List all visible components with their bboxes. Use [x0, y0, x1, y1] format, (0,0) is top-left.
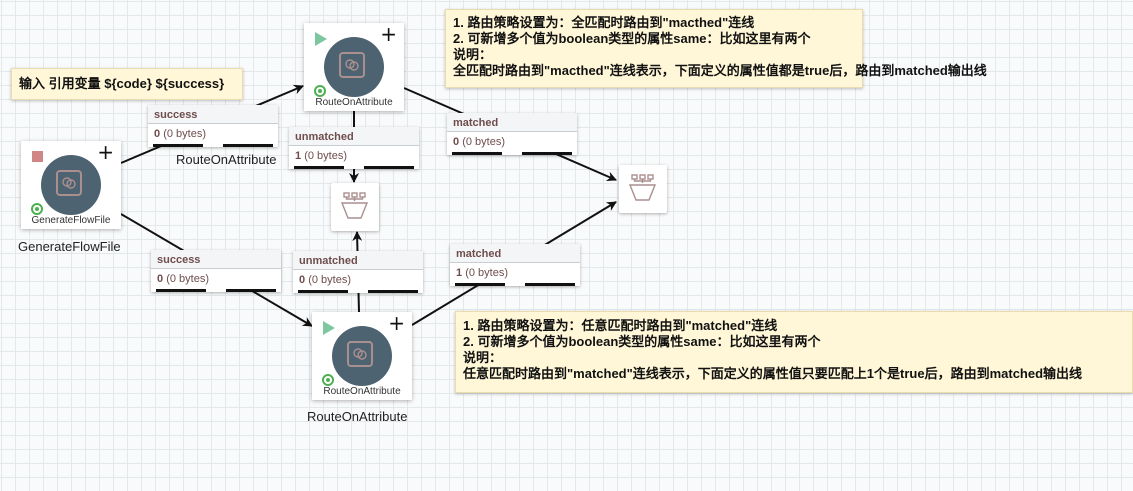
- processor-type: RouteOnAttribute: [323, 386, 401, 397]
- note-line: 全匹配时路由到"macthed"连线表示，下面定义的属性值都是true后，路由到…: [453, 63, 987, 78]
- running-icon[interactable]: [315, 32, 327, 51]
- queued-count: 1 (0 bytes): [456, 267, 508, 279]
- queued-count: 0 (0 bytes): [453, 136, 505, 148]
- note-line: 2. 可新增多个值为boolean类型的属性same：比如这里有两个: [463, 334, 821, 349]
- backpressure-object-bar: [294, 166, 344, 169]
- run-schedule-icon: [322, 374, 334, 386]
- relationship-name: matched: [450, 244, 580, 263]
- processor-icon: [324, 37, 384, 97]
- processor-generateflowfile[interactable]: + GenerateFlowFile: [21, 141, 121, 229]
- funnel-matched[interactable]: [619, 165, 667, 213]
- processor-icon: [41, 155, 101, 215]
- relationship-name: unmatched: [289, 127, 419, 146]
- connection-success-bottom[interactable]: success 0 (0 bytes): [151, 250, 281, 292]
- relationship-name: matched: [447, 113, 577, 132]
- running-icon[interactable]: [323, 321, 335, 340]
- backpressure-object-bar: [455, 283, 505, 286]
- backpressure-object-bar: [452, 152, 502, 155]
- processor-type: RouteOnAttribute: [315, 97, 393, 108]
- queued-count: 0 (0 bytes): [157, 273, 209, 285]
- connection-unmatched-bottom[interactable]: unmatched 0 (0 bytes): [293, 251, 423, 293]
- connection-success-top[interactable]: success 0 (0 bytes): [148, 105, 278, 147]
- backpressure-size-bar: [525, 283, 575, 286]
- backpressure-size-bar: [223, 144, 273, 147]
- backpressure-object-bar: [153, 144, 203, 147]
- note-input-text: 输入 引用变量 ${code} ${success}: [19, 76, 225, 91]
- note-line: 说明：: [453, 47, 493, 62]
- relationship-name: unmatched: [293, 251, 423, 270]
- backpressure-size-bar: [364, 166, 414, 169]
- processor-name: GenerateFlowFile: [18, 239, 121, 254]
- note-line: 任意匹配时路由到"matched"连线表示，下面定义的属性值只要匹配上1个是tr…: [463, 366, 1083, 381]
- processor-name: RouteOnAttribute: [176, 152, 277, 167]
- note-all-match[interactable]: 1. 路由策略设置为：全匹配时路由到"macthed"连线 2. 可新增多个值为…: [445, 9, 987, 88]
- backpressure-object-bar: [298, 290, 348, 293]
- backpressure-size-bar: [368, 290, 418, 293]
- processor-name: RouteOnAttribute: [307, 409, 408, 424]
- note-line: 1. 路由策略设置为：全匹配时路由到"macthed"连线: [453, 15, 755, 30]
- backpressure-object-bar: [156, 289, 206, 292]
- funnel-icon: [340, 192, 369, 219]
- connection-matched-bottom[interactable]: matched 1 (0 bytes): [450, 244, 580, 286]
- processor-icon: [332, 326, 392, 386]
- processor-type: GenerateFlowFile: [31, 215, 111, 226]
- processor-routeonattribute-top[interactable]: + RouteOnAttribute: [304, 23, 404, 111]
- queued-count: 0 (0 bytes): [154, 128, 206, 140]
- note-any-match[interactable]: 1. 路由策略设置为：任意匹配时路由到"matched"连线 2. 可新增多个值…: [455, 311, 1133, 393]
- relationship-name: success: [151, 250, 281, 269]
- run-schedule-icon: [314, 85, 326, 97]
- note-line: 1. 路由策略设置为：任意匹配时路由到"matched"连线: [463, 318, 778, 333]
- relationship-name: success: [148, 105, 278, 124]
- connection-matched-top[interactable]: matched 0 (0 bytes): [447, 113, 577, 155]
- note-line: 2. 可新增多个值为boolean类型的属性same：比如这里有两个: [453, 31, 811, 46]
- note-input-variables[interactable]: 输入 引用变量 ${code} ${success}: [11, 68, 243, 100]
- plus-icon[interactable]: +: [97, 140, 114, 164]
- queued-count: 0 (0 bytes): [299, 274, 351, 286]
- funnel-unmatched[interactable]: [331, 183, 379, 231]
- plus-icon[interactable]: +: [380, 22, 397, 46]
- backpressure-size-bar: [226, 289, 276, 292]
- funnel-icon: [628, 174, 657, 201]
- plus-icon[interactable]: +: [388, 311, 405, 335]
- run-schedule-icon: [31, 203, 43, 215]
- backpressure-size-bar: [522, 152, 572, 155]
- processor-routeonattribute-bottom[interactable]: + RouteOnAttribute: [312, 312, 412, 400]
- connection-unmatched-top[interactable]: unmatched 1 (0 bytes): [289, 127, 419, 169]
- queued-count: 1 (0 bytes): [295, 150, 347, 162]
- stopped-icon[interactable]: [32, 150, 44, 168]
- note-line: 说明：: [463, 350, 503, 365]
